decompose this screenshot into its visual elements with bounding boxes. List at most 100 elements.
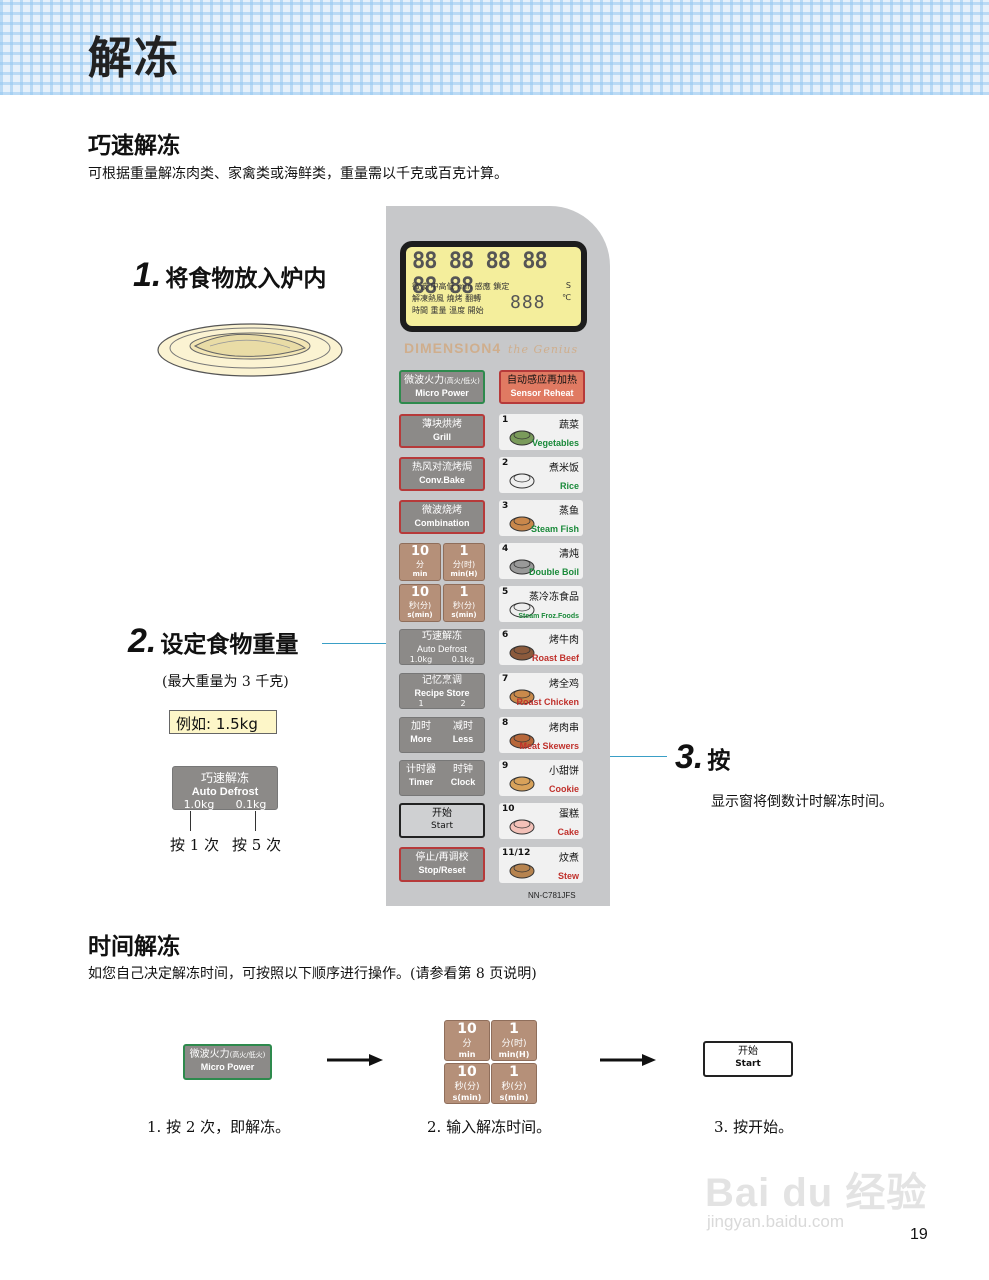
brand-sub: the Genius xyxy=(508,343,578,356)
food-icon xyxy=(507,467,537,489)
stop-reset-cn: 停止/再调校 xyxy=(401,852,483,865)
auto-program-en-label: Vegetables xyxy=(532,438,579,448)
grill-button[interactable]: 薄块烘烤 Grill xyxy=(399,414,485,448)
recipe-store-right: 2 xyxy=(460,699,465,709)
page-title: 解冻 xyxy=(88,22,180,86)
auto-defrost-large-en: Auto Defrost xyxy=(173,786,277,798)
turntable-plate-illustration xyxy=(155,316,345,378)
food-icon xyxy=(507,770,537,792)
timer-clock-button[interactable]: 计时器 Timer 时钟 Clock xyxy=(399,760,485,796)
micro-power-button[interactable]: 微波火力(高火/低火) Micro Power xyxy=(399,370,485,404)
auto-defrost-large-cn: 巧速解冻 xyxy=(173,769,277,786)
less-button[interactable]: 减时 Less xyxy=(442,718,484,752)
lcd-display: 88 88 88 88 88 88 微波 中高低 min 感應 鎖定 S 解凍熱… xyxy=(406,247,581,326)
step-time-10min-big: 10 xyxy=(445,1021,489,1039)
weight-example-display: 例如: 1.5kg xyxy=(169,710,277,734)
step2-text: 设定食物重量 xyxy=(160,625,298,659)
auto-defrost-large-right: 0.1kg xyxy=(236,798,267,811)
more-cn: 加时 xyxy=(400,721,442,734)
step-time-1min-cn: 分(时) xyxy=(492,1039,536,1050)
auto-program-en-label: Steam Fish xyxy=(531,524,579,534)
auto-program-label: 烤全鸡 xyxy=(549,675,579,690)
watermark-logo: Bai du 经验 xyxy=(705,1160,927,1218)
time-10min-button[interactable]: 10 分 min xyxy=(399,543,441,581)
micro-power-step-sub: (高火/低火) xyxy=(230,1051,266,1059)
step2-note: (最大重量为 3 千克) xyxy=(162,671,289,691)
step-time-1s-en: s(min) xyxy=(492,1093,536,1103)
grill-en: Grill xyxy=(401,432,483,443)
micro-power-step-en: Micro Power xyxy=(185,1062,270,1073)
step-time-10s: 10 秒(分) s(min) xyxy=(444,1063,490,1104)
stop-reset-button[interactable]: 停止/再调校 Stop/Reset xyxy=(399,847,485,882)
time-1min-en: min(H) xyxy=(444,570,484,579)
time-1s-en: s(min) xyxy=(444,611,484,620)
time-1min-button[interactable]: 1 分(时) min(H) xyxy=(443,543,485,581)
auto-program-en-label: Roast Chicken xyxy=(516,697,579,707)
clock-cn: 时钟 xyxy=(442,764,484,777)
conv-bake-button[interactable]: 热风对流烤焗 Conv.Bake xyxy=(399,457,485,491)
more-less-button[interactable]: 加时 More 减时 Less xyxy=(399,717,485,753)
start-step-en: Start xyxy=(705,1059,791,1070)
time-1min-big: 1 xyxy=(444,544,484,560)
time-10min-big: 10 xyxy=(400,544,440,560)
step-time-1min-big: 1 xyxy=(492,1021,536,1039)
grill-cn: 薄块烘烤 xyxy=(401,419,483,432)
combination-cn: 微波烧烤 xyxy=(401,505,483,518)
recipe-store-cn: 记忆烹调 xyxy=(400,675,484,688)
time-10s-en: s(min) xyxy=(400,611,440,620)
step-time-10s-big: 10 xyxy=(445,1064,489,1082)
step1-heading: 1. 将食物放入炉内 xyxy=(133,256,326,295)
recipe-store-button[interactable]: 记忆烹调 Recipe Store 1 2 xyxy=(399,673,485,709)
timer-cn: 计时器 xyxy=(400,764,442,777)
press-left-label: 按 1 次 xyxy=(170,834,219,855)
auto-program-en-label: Double Boil xyxy=(529,567,579,577)
sensor-reheat-button[interactable]: 自动感应再加热 Sensor Reheat xyxy=(499,370,585,404)
press-right-tick xyxy=(255,811,256,831)
auto-defrost-cn: 巧速解冻 xyxy=(400,631,484,644)
auto-program-label: 煮米饭 xyxy=(549,459,579,474)
lcd-row3: 時間 重量 溫度 開始 xyxy=(412,305,484,316)
less-en: Less xyxy=(442,734,484,745)
time-10min-cn: 分 xyxy=(400,560,440,570)
start-button[interactable]: 开始 Start xyxy=(399,803,485,838)
time-1s-button[interactable]: 1 秒(分) s(min) xyxy=(443,584,485,622)
time-10s-big: 10 xyxy=(400,585,440,601)
time-1s-cn: 秒(分) xyxy=(444,601,484,611)
step3-heading: 3. 按 xyxy=(675,738,730,777)
time-1s-big: 1 xyxy=(444,585,484,601)
auto-program-label: 清炖 xyxy=(559,545,579,560)
step3-text: 按 xyxy=(707,741,730,775)
time-10s-button[interactable]: 10 秒(分) s(min) xyxy=(399,584,441,622)
start-step-cn: 开始 xyxy=(705,1046,791,1059)
auto-defrost-left: 1.0kg xyxy=(410,655,432,665)
step-time-1s: 1 秒(分) s(min) xyxy=(491,1063,537,1104)
combination-button[interactable]: 微波烧烤 Combination xyxy=(399,500,485,534)
clock-button[interactable]: 时钟 Clock xyxy=(442,761,484,795)
brand-name: DIMENSION4 xyxy=(404,340,501,356)
auto-program-en-label: Steam Froz.Foods xyxy=(518,613,579,620)
arrow-right-icon xyxy=(600,1052,656,1068)
auto-program-label: 烤牛肉 xyxy=(549,631,579,646)
auto-program-label: 烤肉串 xyxy=(549,719,579,734)
auto-program-en-label: Stew xyxy=(558,871,579,881)
auto-program-label: 炆煮 xyxy=(559,849,579,864)
time-defrost-step1: 1. 按 2 次，即解冻。 xyxy=(147,1116,290,1137)
timer-button[interactable]: 计时器 Timer xyxy=(400,761,442,795)
more-en: More xyxy=(400,734,442,745)
time-defrost-description: 如您自己决定解冻时间，可按照以下顺序进行操作。(请参看第 8 页说明) xyxy=(88,963,537,983)
more-button[interactable]: 加时 More xyxy=(400,718,442,752)
step2-heading: 2. 设定食物重量 xyxy=(128,622,298,661)
auto-defrost-button[interactable]: 巧速解冻 Auto Defrost 1.0kg 0.1kg xyxy=(399,629,485,665)
auto-program-label: 小甜饼 xyxy=(549,762,579,777)
